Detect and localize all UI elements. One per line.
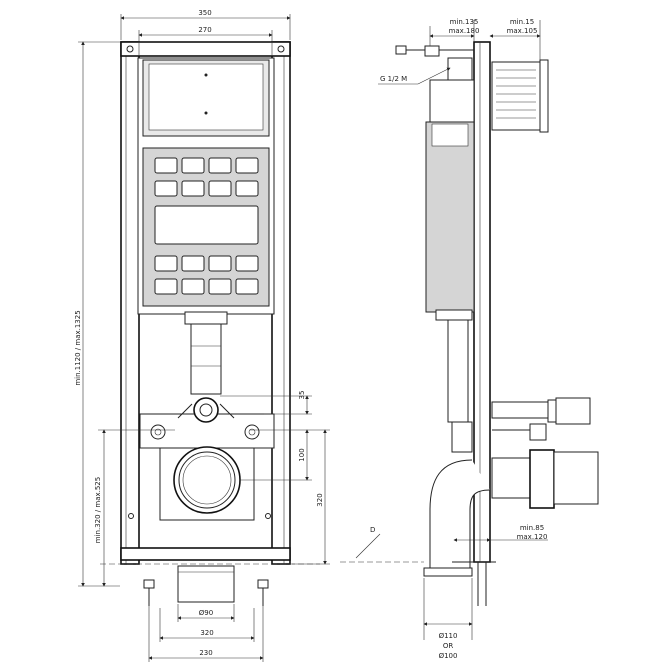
thread-callout: G 1/2 M bbox=[378, 67, 451, 85]
top-dim-b-min: min.15 bbox=[510, 18, 534, 26]
top-dim-b-max: max.105 bbox=[507, 27, 538, 35]
width-total-label: 350 bbox=[198, 9, 211, 17]
pipe-dia-1: Ø110 bbox=[439, 632, 458, 640]
label-d: D bbox=[370, 526, 375, 534]
front-view: 350 270 min.1120 / max.1325 min.320 / ma… bbox=[74, 9, 330, 662]
dim-width-350: 350 bbox=[120, 9, 291, 40]
bottom-width-320-label: 320 bbox=[200, 629, 213, 637]
frame-posts bbox=[120, 41, 291, 565]
dim-320-vertical-label: 320 bbox=[316, 493, 324, 506]
lower-height-label: min.320 / max.525 bbox=[94, 477, 102, 543]
bottom-dim-max: max.120 bbox=[517, 533, 548, 541]
thread-label: G 1/2 M bbox=[380, 75, 407, 83]
pipe-or: OR bbox=[443, 642, 454, 650]
bottom-dim-min: min.85 bbox=[520, 524, 544, 532]
pipe-dia-2: Ø100 bbox=[439, 652, 458, 660]
bottom-width-230-label: 230 bbox=[199, 649, 212, 657]
dim-height-range: min.1120 / max.1325 bbox=[74, 41, 120, 587]
dim-lower-height: min.320 / max.525 bbox=[94, 429, 175, 587]
side-flush-pipe bbox=[447, 319, 473, 453]
side-bottom-dims: min.85 max.120 Ø110 OR Ø100 bbox=[423, 524, 548, 660]
flush-pipe bbox=[184, 311, 228, 395]
inlet-bracket bbox=[139, 397, 275, 449]
side-actuator bbox=[491, 59, 549, 133]
d-callout: D bbox=[340, 526, 424, 563]
dim-bottom: Ø90 320 230 bbox=[148, 604, 264, 662]
top-dim-a-max: max.180 bbox=[449, 27, 480, 35]
side-inlet-connector bbox=[491, 397, 591, 441]
button-grid bbox=[154, 157, 259, 295]
outlet bbox=[128, 446, 271, 521]
outlet-diameter-label: Ø90 bbox=[199, 609, 213, 617]
side-top-dims: min.135 max.180 min.15 max.105 bbox=[429, 18, 541, 60]
height-range-label: min.1120 / max.1325 bbox=[74, 310, 82, 385]
dim-35-label: 35 bbox=[298, 391, 306, 400]
side-view: min.135 max.180 min.15 max.105 G 1/2 M D… bbox=[340, 18, 599, 660]
dim-right-stack: 35 100 320 bbox=[220, 391, 330, 565]
top-dim-a-min: min.135 bbox=[450, 18, 479, 26]
side-outlet bbox=[423, 449, 599, 577]
width-inner-label: 270 bbox=[198, 26, 211, 34]
dim-100-label: 100 bbox=[298, 448, 306, 461]
side-inlet-valve bbox=[395, 45, 475, 321]
side-feet bbox=[452, 561, 496, 606]
base-and-feet bbox=[100, 563, 320, 606]
dim-width-270: 270 bbox=[138, 26, 273, 56]
